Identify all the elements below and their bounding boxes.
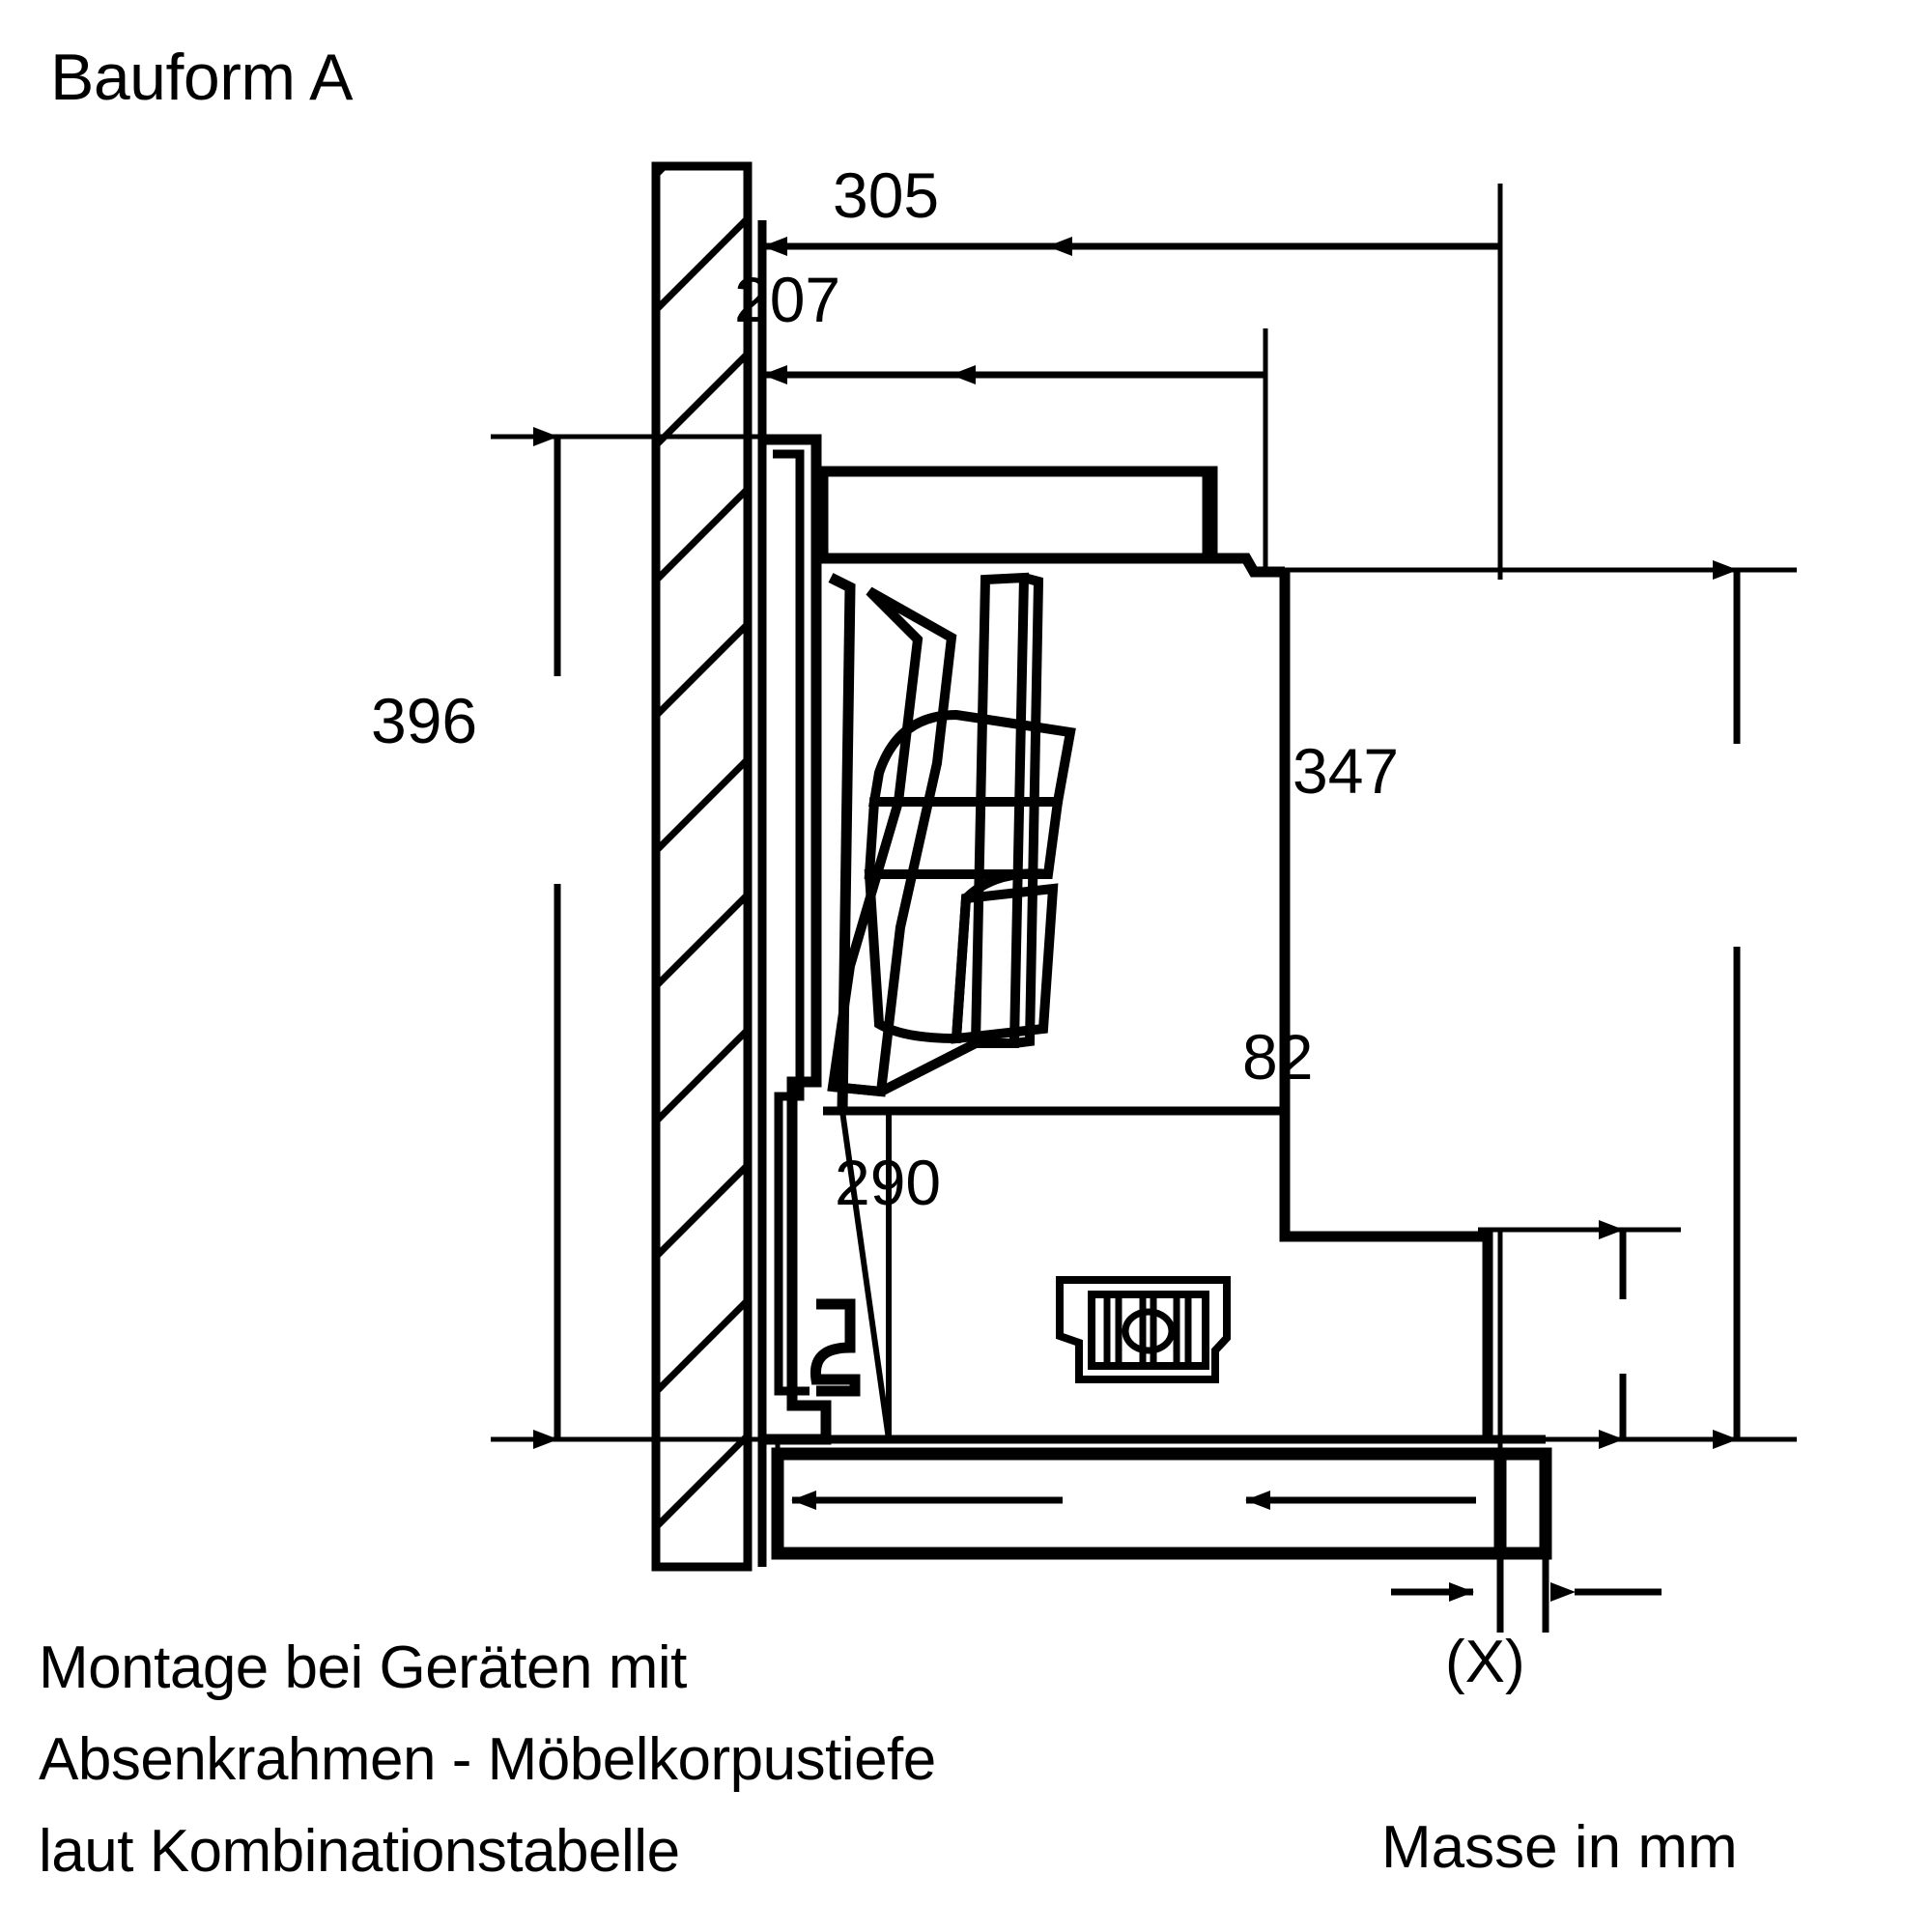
caption-line-1: Montage bei Geräten mit [39,1634,687,1701]
caption-line-2: Absenkrahmen - Möbelkorpustiefe [39,1726,936,1793]
wall-bracket [762,434,832,1445]
wall-bracket-inner [773,449,810,1396]
dimension-label-207: 207 [734,264,841,335]
wall-outline [651,161,753,1572]
diagonal-support-left [828,573,856,1112]
grease-filter-assembly [827,572,1076,1097]
upper-step [1208,553,1285,578]
inner-guide-diagonal [839,1110,892,1440]
appliance-outline [762,434,1552,1560]
electrical-connector [1056,1276,1231,1383]
dimension-label-x: (X) [1445,1629,1525,1695]
latch-hook [810,1298,861,1397]
dimension-label-290: 290 [835,1147,942,1218]
wall-hatching [656,166,748,1567]
dimension-label-396: 396 [371,685,478,756]
dimension-label-82: 82 [1242,1021,1314,1093]
top-slide-panel-edge [1207,466,1218,564]
dimension-label-305: 305 [833,159,940,231]
dimension-label-347: 347 [1293,735,1400,807]
page-title: Bauform A [50,41,354,114]
dimension-x [1391,1553,1662,1633]
body-right-wall [1279,572,1493,1439]
caption-line-3: laut Kombinationstabelle [39,1818,680,1885]
units-note: Masse in mm [1381,1814,1738,1881]
top-slide-panel [817,466,1213,564]
